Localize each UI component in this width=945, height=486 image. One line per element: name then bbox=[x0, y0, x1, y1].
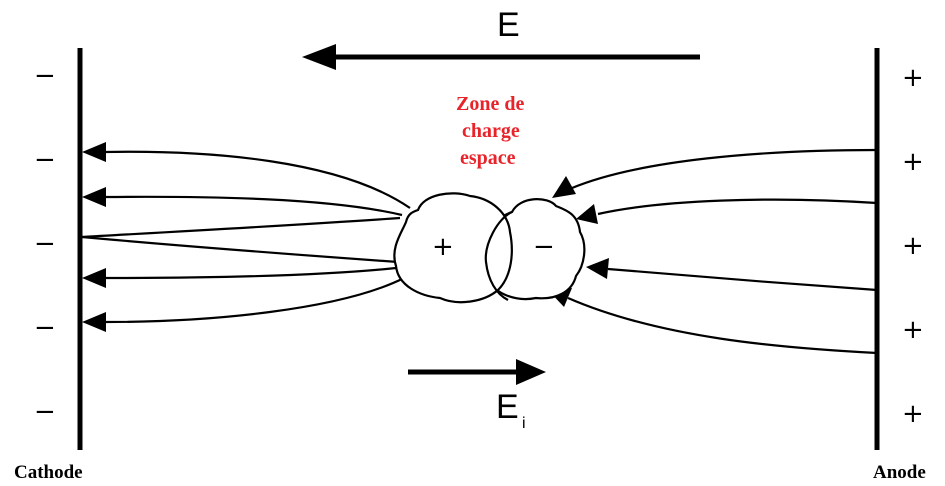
cathode-field-lines bbox=[81, 142, 411, 332]
field-line bbox=[571, 148, 878, 190]
anode-sign: + bbox=[902, 147, 924, 177]
cathode-label: Cathode bbox=[14, 462, 83, 483]
internal-field-label: E bbox=[496, 388, 519, 426]
positive-cluster-sign: + bbox=[432, 232, 454, 262]
field-line-arrowhead bbox=[576, 204, 598, 224]
field-line-arrowhead bbox=[586, 258, 609, 279]
field-line-arrowhead bbox=[82, 312, 106, 332]
cathode-sign: − bbox=[34, 145, 56, 175]
field-line bbox=[104, 266, 397, 280]
field-line-arrowhead bbox=[82, 268, 106, 288]
anode-field-lines bbox=[548, 148, 878, 355]
field-line bbox=[104, 277, 405, 324]
internal-field-subscript: i bbox=[522, 415, 526, 432]
field-line-arrowhead bbox=[82, 187, 106, 207]
field-line-arrowhead bbox=[552, 176, 576, 198]
cathode-signs: − − − − − bbox=[34, 61, 56, 427]
anode-label: Anode bbox=[873, 462, 926, 483]
cathode-sign: − bbox=[34, 397, 56, 427]
anode-signs: + + + + + bbox=[902, 63, 924, 429]
anode-sign: + bbox=[902, 315, 924, 345]
negative-cluster-outline bbox=[484, 210, 513, 301]
positive-cluster bbox=[393, 192, 513, 304]
zone-label-line: Zone de bbox=[456, 93, 524, 115]
field-line bbox=[81, 235, 399, 264]
cathode-sign: − bbox=[34, 229, 56, 259]
field-line bbox=[567, 296, 878, 355]
internal-field-arrowhead bbox=[516, 359, 546, 385]
field-line bbox=[104, 195, 403, 217]
cathode-sign: − bbox=[34, 61, 56, 91]
field-line bbox=[81, 216, 401, 239]
field-line bbox=[104, 150, 411, 209]
charge-clusters: + − bbox=[393, 192, 586, 304]
external-field-arrow bbox=[302, 44, 700, 70]
field-line bbox=[607, 267, 878, 292]
zone-label-line: espace bbox=[460, 147, 516, 169]
anode-sign: + bbox=[902, 231, 924, 261]
field-line-arrowhead bbox=[82, 142, 106, 162]
internal-field-arrow bbox=[408, 359, 546, 385]
anode-sign: + bbox=[902, 63, 924, 93]
external-field-label: E bbox=[497, 6, 520, 44]
negative-cluster-sign: − bbox=[533, 232, 555, 262]
cathode-sign: − bbox=[34, 313, 56, 343]
space-charge-zone-label: Zone de charge espace bbox=[456, 93, 524, 169]
zone-label-line: charge bbox=[462, 120, 520, 142]
external-field-arrowhead bbox=[302, 44, 336, 70]
field-line bbox=[597, 198, 878, 216]
anode-sign: + bbox=[902, 399, 924, 429]
